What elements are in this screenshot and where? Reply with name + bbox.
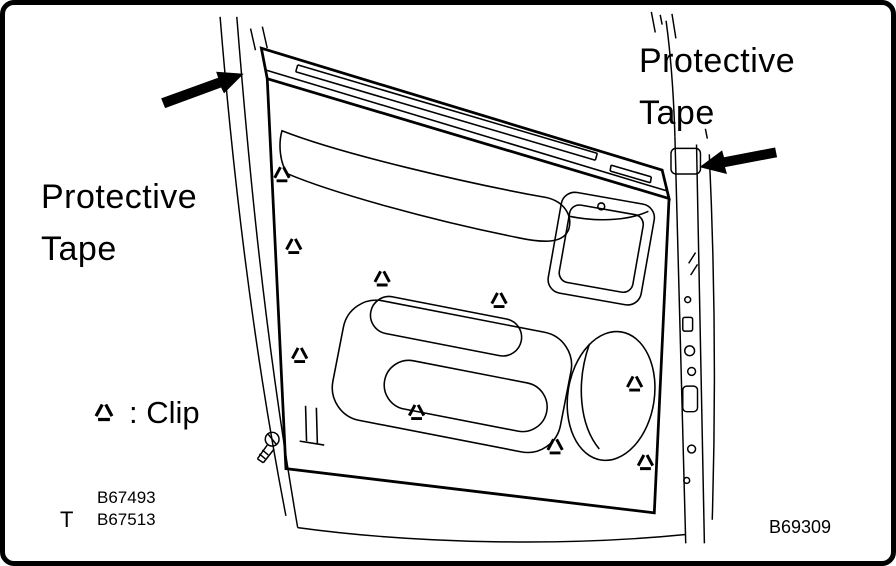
door-panel-illustration — [161, 11, 778, 544]
clip-icon — [94, 402, 114, 422]
clip-marks — [273, 165, 655, 471]
clip-legend-text: : Clip — [129, 395, 200, 430]
protective-tape-label-right: Protective Tape — [639, 35, 795, 139]
arrow-right-icon — [161, 71, 244, 109]
protective-tape-left-line1: Protective — [41, 178, 198, 216]
ref-code-bottom: B67513 — [97, 510, 156, 529]
figure-id: B69309 — [769, 517, 832, 537]
ref-code-top: B67493 — [97, 488, 156, 507]
arrow-left-icon — [699, 147, 778, 174]
clip-icon — [273, 165, 291, 183]
pointer-arrows — [161, 71, 778, 174]
clip-icon — [546, 437, 564, 455]
screw-icon — [256, 431, 280, 464]
trim-panel-outline — [259, 46, 671, 515]
clip-icon — [625, 374, 644, 392]
clip-icon — [636, 453, 655, 471]
protective-tape-label-left: Protective Tape — [41, 171, 197, 275]
protective-tape-left-line2: Tape — [41, 230, 117, 268]
clip-icon — [290, 346, 309, 364]
clip-legend: : Clip — [89, 395, 200, 431]
clip-icon — [285, 237, 303, 255]
protective-tape-right-line2: Tape — [639, 94, 715, 132]
plate-letter: T — [60, 507, 74, 532]
reference-codes: B67493 B67513 — [97, 487, 156, 531]
trim-panel-details — [265, 64, 667, 462]
protective-tape-right-line1: Protective — [639, 42, 796, 80]
clip-icon — [490, 291, 508, 309]
clip-icon — [373, 269, 391, 287]
